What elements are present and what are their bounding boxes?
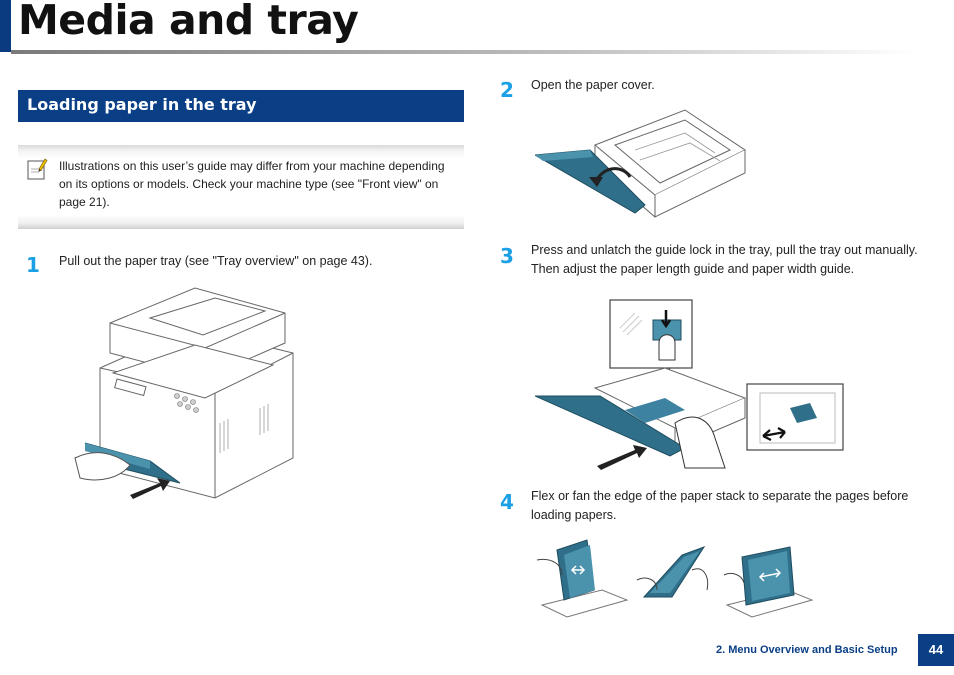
step-3-number: 3 xyxy=(500,244,514,268)
step-4-text: Flex or fan the edge of the paper stack … xyxy=(531,489,909,522)
step-1-number: 1 xyxy=(26,253,40,277)
section-title: Loading paper in the tray xyxy=(27,95,257,114)
note-text: Illustrations on this user’s guide may d… xyxy=(59,159,445,209)
note-box: Illustrations on this user’s guide may d… xyxy=(18,145,464,229)
step-1-text: Pull out the paper tray (see "Tray overv… xyxy=(59,254,373,268)
step-3-text: Press and unlatch the guide lock in the … xyxy=(531,243,918,276)
note-pencil-icon xyxy=(27,158,48,180)
section-header: Loading paper in the tray xyxy=(18,90,464,122)
step-4-number: 4 xyxy=(500,490,514,514)
title-accent-bar xyxy=(0,0,11,52)
open-paper-cover-illustration xyxy=(535,109,746,218)
fan-paper-illustration xyxy=(536,539,814,618)
printer-pull-tray-illustration xyxy=(74,287,294,499)
adjust-guides-illustration xyxy=(535,299,844,470)
footer-chapter: 2. Menu Overview and Basic Setup xyxy=(716,644,898,656)
page-title: Media and tray xyxy=(18,0,359,44)
step-2-text: Open the paper cover. xyxy=(531,78,655,92)
step-2-number: 2 xyxy=(500,78,514,102)
page-number-badge: 44 xyxy=(918,634,954,666)
page-number: 44 xyxy=(928,642,944,657)
title-divider xyxy=(11,50,916,54)
